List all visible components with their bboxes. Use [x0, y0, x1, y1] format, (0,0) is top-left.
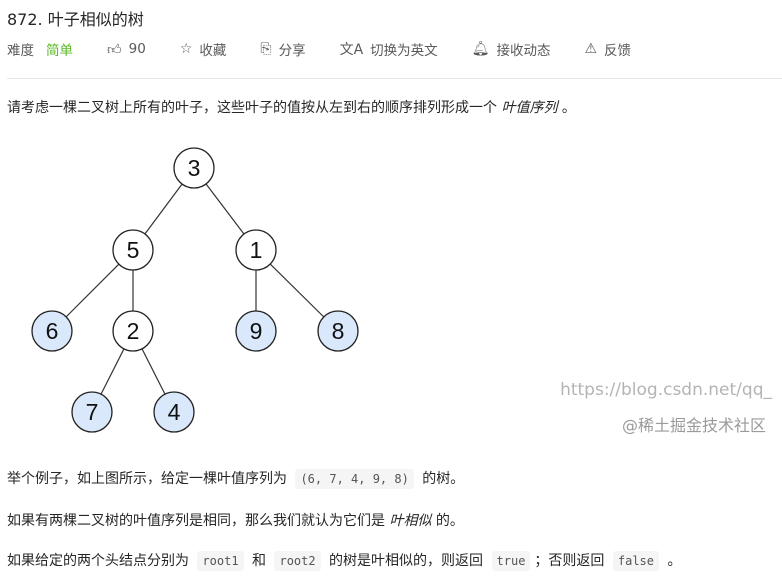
bell-icon: 🔔︎	[471, 41, 490, 57]
watermark-url: https://blog.csdn.net/qq_	[560, 380, 772, 400]
svg-text:3: 3	[188, 155, 201, 181]
divider	[7, 78, 782, 79]
code-leaf-sequence: (6, 7, 4, 9, 8)	[295, 469, 414, 489]
tree-node-1: 1	[235, 229, 277, 271]
svg-text:6: 6	[46, 318, 59, 344]
tree-node-2: 2	[112, 310, 154, 352]
svg-text:1: 1	[250, 237, 263, 263]
like-button[interactable]: 👍︎ 90	[107, 41, 146, 58]
tree-node-3: 3	[173, 147, 215, 189]
translate-icon: 文A	[339, 42, 364, 58]
favorite-label: 收藏	[199, 43, 227, 59]
description-p2: 举个例子，如上图所示，给定一棵叶值序列为 (6, 7, 4, 9, 8) 的树。	[7, 469, 465, 489]
subscribe-button[interactable]: 🔔︎ 接收动态	[472, 39, 551, 59]
tree-node-9: 9	[235, 310, 277, 352]
svg-text:5: 5	[127, 237, 140, 263]
svg-text:9: 9	[250, 318, 263, 344]
share-icon: ⎘	[260, 41, 272, 57]
svg-text:8: 8	[332, 318, 345, 344]
tree-node-4: 4	[153, 391, 195, 433]
watermark-brand: @稀土掘金技术社区	[621, 416, 766, 435]
tree-node-7: 7	[71, 391, 113, 433]
translate-button[interactable]: 文A 切换为英文	[340, 39, 438, 59]
tree-node-6: 6	[31, 310, 73, 352]
feedback-icon: ⚠︎	[584, 41, 598, 57]
favorite-button[interactable]: ☆ 收藏	[180, 39, 227, 59]
like-count: 90	[128, 41, 146, 57]
tree-node-5: 5	[112, 229, 154, 271]
page-title: 872. 叶子相似的树	[7, 10, 144, 29]
svg-text:2: 2	[127, 318, 140, 344]
problem-meta-bar: 难度 简单 👍︎ 90 ☆ 收藏 ⎘ 分享 文A 切换为英文 🔔︎ 接收动态 ⚠︎ 反馈	[7, 39, 665, 59]
difficulty-label: 难度	[7, 43, 34, 59]
svg-text:7: 7	[86, 399, 99, 425]
subscribe-label: 接收动态	[496, 43, 551, 59]
description-p4: 如果给定的两个头结点分别为 root1 和 root2 的树是叶相似的，则返回 …	[7, 551, 682, 571]
star-icon: ☆	[179, 41, 193, 57]
feedback-label: 反馈	[604, 43, 632, 59]
thumbs-up-icon: 👍︎	[107, 41, 122, 58]
difficulty-badge: 简单	[46, 43, 73, 59]
description-p3: 如果有两棵二叉树的叶值序列是相同，那么我们就认为它们是 叶相似 的。	[7, 513, 464, 529]
feedback-button[interactable]: ⚠︎ 反馈	[584, 39, 631, 59]
svg-text:4: 4	[168, 399, 181, 425]
translate-label: 切换为英文	[370, 43, 438, 59]
description-p1: 请考虑一棵二叉树上所有的叶子，这些叶子的值按从左到右的顺序排列形成一个 叶值序列…	[7, 100, 576, 116]
share-label: 分享	[278, 43, 306, 59]
share-button[interactable]: ⎘ 分享	[260, 39, 305, 59]
tree-diagram: 3 5 1 6 2 9 8 7 4	[31, 147, 359, 433]
tree-node-8: 8	[317, 310, 359, 352]
